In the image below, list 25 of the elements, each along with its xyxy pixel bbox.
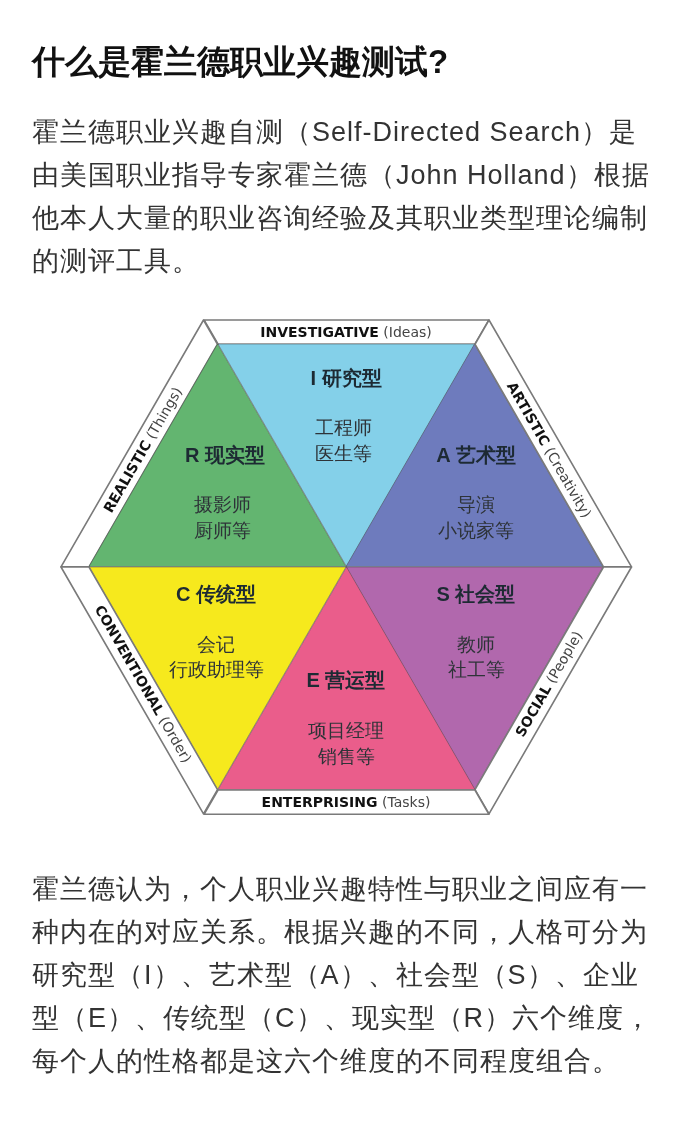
type-heading: A 艺术型 [436,444,516,467]
hexagon-band-segment [203,789,489,814]
type-heading: I 研究型 [310,366,382,390]
occupation-text: 厨师等 [193,519,251,543]
type-heading: R 现实型 [185,443,265,467]
occupation-text: 行政助理等 [168,658,264,682]
body-paragraph: 霍兰德认为，个人职业兴趣特性与职业之间应有一种内在的对应关系。根据兴趣的不同，人格可分为研究型（I）、艺术型（A）、社会型（S）、企业型（E）、传统型（C）、现实型（R）六个维度，每个人的性格都是这六个维度的不同程度组合。 [32,873,653,1078]
occupation-text: 小说家等 [438,519,514,543]
hexagon-band-segment [203,320,489,345]
type-heading: S 社会型 [436,582,516,606]
occupation-text: 社工等 [447,658,505,682]
occupation-text: 医生等 [314,442,372,466]
intro-paragraph: 霍兰德职业兴趣自测（Self-Directed Search）是由美国职业指导专家霍兰德（John Holland）根据他本人大量的职业咨询经验及其职业类型理论编制的测评工具。 [32,116,651,278]
band-label: ENTERPRISING (Tasks) [261,793,431,811]
occupation-text: 工程师 [314,416,372,440]
occupation-text: 摄影师 [193,493,251,517]
type-heading: E 营运型 [306,668,386,692]
type-heading: C 传统型 [176,582,256,606]
occupation-text: 项目经理 [308,719,384,743]
occupation-text: 销售等 [317,745,375,769]
occupation-text: 导演 [457,493,495,517]
occupation-text: 会记 [197,633,235,657]
page-title: 什么是霍兰德职业兴趣测试? [32,42,449,82]
occupation-text: 教师 [457,633,495,657]
band-label: INVESTIGATIVE (Ideas) [260,323,432,341]
